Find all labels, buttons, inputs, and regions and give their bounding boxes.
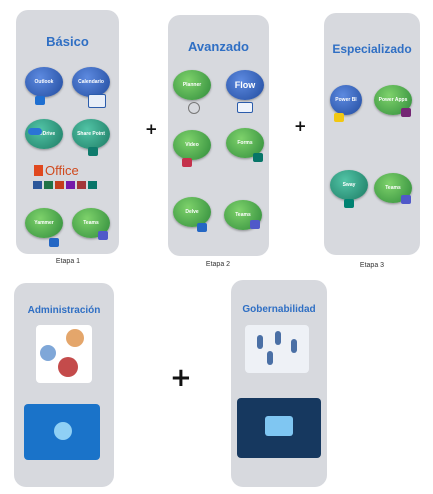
- video-bubble: Video: [173, 130, 211, 160]
- access-icon: [77, 181, 86, 189]
- delve-bubble: Delve: [173, 197, 211, 227]
- teams-icon: [250, 220, 260, 229]
- flow-label: Flow: [234, 79, 256, 90]
- outlook-icon: [35, 96, 45, 105]
- gear-icon: [54, 422, 72, 440]
- powerapps-icon: [401, 108, 411, 117]
- powerbi-icon: [334, 113, 344, 122]
- people-network-illustration: [36, 325, 92, 383]
- stage-1-panel: Básico Outlook Calendario OneDrive Share…: [16, 10, 119, 254]
- teams-label-1: Teams: [83, 220, 99, 226]
- person-icon: [267, 351, 273, 365]
- person-icon: [275, 331, 281, 345]
- glowing-screen-icon: [265, 416, 293, 436]
- onedrive-icon: [28, 128, 42, 135]
- teams-label-3: Teams: [385, 185, 401, 191]
- sway-bubble: Sway: [330, 170, 368, 200]
- word-icon: [33, 181, 42, 189]
- stage-3-panel: Especializado Power BI Power Apps Sway T…: [324, 13, 420, 255]
- yammer-icon: [49, 238, 59, 247]
- person-icon: [291, 339, 297, 353]
- stage-3-caption: Etapa 3: [359, 262, 385, 269]
- publisher-icon: [88, 181, 97, 189]
- forms-icon: [253, 153, 263, 162]
- flow-icon: [237, 102, 253, 113]
- planner-bubble: Planner: [173, 70, 211, 100]
- gobernabilidad-title: Gobernabilidad: [242, 304, 316, 315]
- powerbi-bubble: Power BI: [330, 85, 362, 115]
- administracion-title: Administración: [27, 305, 101, 316]
- outlook-bubble: Outlook: [25, 67, 63, 97]
- stage-2-caption: Etapa 2: [205, 261, 231, 268]
- person-avatar-icon: [66, 329, 84, 347]
- onedrive-label: OneDrive: [32, 131, 56, 137]
- stage-1-title: Básico: [46, 34, 89, 49]
- plus-sign-2: +: [294, 117, 307, 135]
- sharepoint-icon: [88, 147, 98, 156]
- teams-icon: [98, 231, 108, 240]
- planner-icon: [188, 102, 200, 114]
- powerapps-label: Power Apps: [378, 97, 408, 103]
- administracion-panel: Administración: [14, 283, 114, 487]
- powerpoint-icon: [55, 181, 64, 189]
- business-tech-illustration: [237, 398, 321, 458]
- powerbi-label: Power BI: [335, 97, 357, 103]
- outlook-label: Outlook: [34, 79, 54, 85]
- plus-sign-1: +: [145, 120, 158, 138]
- office-label: Office: [45, 163, 79, 178]
- stage-2-panel: Avanzado Planner Flow Video Forms Delve …: [168, 15, 269, 256]
- flow-bubble: Flow: [226, 70, 264, 100]
- gobernabilidad-panel: Gobernabilidad: [231, 280, 327, 487]
- yammer-label: Yammer: [34, 220, 54, 226]
- plus-sign-3: +: [170, 363, 192, 393]
- calendario-bubble: Calendario: [72, 67, 110, 97]
- person-avatar-icon: [40, 345, 56, 361]
- calendar-icon: [88, 94, 106, 108]
- excel-icon: [44, 181, 53, 189]
- stage-2-title: Avanzado: [188, 39, 249, 54]
- office-app-icons: [33, 181, 97, 189]
- planner-label: Planner: [182, 82, 202, 88]
- person-avatar-icon: [58, 357, 78, 377]
- stage-3-title: Especializado: [332, 42, 412, 56]
- teams-label-2: Teams: [235, 212, 251, 218]
- stage-1-caption: Etapa 1: [55, 258, 81, 265]
- yammer-bubble: Yammer: [25, 208, 63, 238]
- delve-label: Delve: [185, 209, 199, 215]
- forms-label: Forms: [237, 140, 253, 146]
- sway-icon: [344, 199, 354, 208]
- tech-icons-illustration: [24, 404, 100, 460]
- office-logo: Office: [34, 163, 79, 178]
- sharepoint-label: Share Point: [77, 131, 105, 137]
- sharepoint-bubble: Share Point: [72, 119, 110, 149]
- sway-label: Sway: [342, 182, 356, 188]
- video-label: Video: [185, 142, 199, 148]
- delve-icon: [197, 223, 207, 232]
- crowd-network-illustration: [245, 325, 309, 373]
- office-icon: [34, 165, 43, 176]
- person-icon: [257, 335, 263, 349]
- video-icon: [182, 158, 192, 167]
- calendario-label: Calendario: [78, 79, 104, 85]
- teams-icon: [401, 195, 411, 204]
- onenote-icon: [66, 181, 75, 189]
